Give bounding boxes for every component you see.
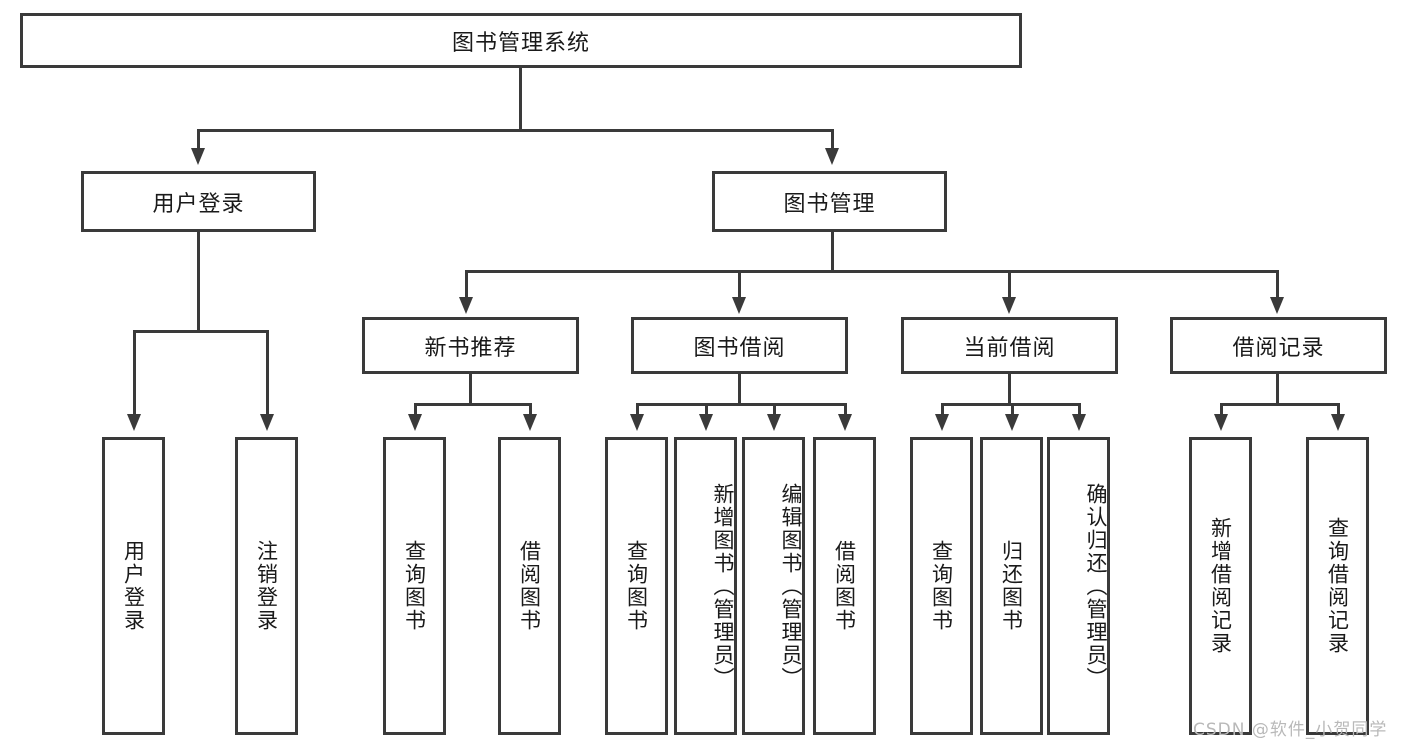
node-label: 编辑图书（管理员） <box>779 482 803 690</box>
node-leaf-return-book[interactable]: 归还图书 <box>980 437 1043 735</box>
node-label: 注销登录 <box>254 540 279 632</box>
csdn-watermark: CSDN @软件_小贺同学 <box>1193 720 1388 740</box>
node-leaf-add-book[interactable]: 新增图书（管理员） <box>674 437 737 735</box>
node-label: 用户登录 <box>121 540 146 632</box>
edge-root-stem <box>519 68 522 131</box>
arrow-leaf-user-login <box>127 414 141 431</box>
node-label: 确认归还（管理员） <box>1084 482 1108 690</box>
node-label: 图书管理 <box>783 191 876 217</box>
edge-new-book-drop-2 <box>529 403 532 417</box>
edge-to-current-borrow <box>1008 270 1011 300</box>
node-label: 借阅记录 <box>1232 335 1325 361</box>
edge-borrow-record-stem <box>1276 374 1279 406</box>
edge-to-book-management <box>831 129 834 151</box>
node-label: 借阅图书 <box>517 540 542 632</box>
node-label: 新书推荐 <box>424 335 517 361</box>
edge-new-book-bus <box>414 403 532 406</box>
arrow-leaf-confirm-return <box>1072 414 1086 431</box>
node-label: 图书借阅 <box>693 335 786 361</box>
edge-book-borrow-drop-1 <box>636 403 639 417</box>
edge-to-new-book-recommend <box>465 270 468 300</box>
node-label: 当前借阅 <box>963 335 1056 361</box>
node-leaf-user-login[interactable]: 用户登录 <box>102 437 165 735</box>
arrow-leaf-borrow-book-1 <box>523 414 537 431</box>
arrow-to-book-borrow <box>732 297 746 314</box>
node-label: 查询图书 <box>624 540 649 632</box>
node-current-borrow[interactable]: 当前借阅 <box>901 317 1118 374</box>
node-leaf-confirm-return[interactable]: 确认归还（管理员） <box>1047 437 1110 735</box>
arrow-to-current-borrow <box>1002 297 1016 314</box>
edge-book-management-stem <box>831 232 834 273</box>
edge-current-borrow-drop-2 <box>1011 403 1014 417</box>
edge-level1-bus <box>197 129 834 132</box>
node-leaf-query-book-1[interactable]: 查询图书 <box>383 437 446 735</box>
node-user-login[interactable]: 用户登录 <box>81 171 316 232</box>
edge-user-login-stem <box>197 232 200 333</box>
edge-book-borrow-stem <box>738 374 741 406</box>
edge-to-borrow-record <box>1276 270 1279 300</box>
node-leaf-add-record[interactable]: 新增借阅记录 <box>1189 437 1252 735</box>
arrow-to-book-management <box>825 148 839 165</box>
arrow-leaf-query-book-3 <box>935 414 949 431</box>
edge-user-login-drop-2 <box>266 330 269 417</box>
edge-borrow-record-bus <box>1220 403 1340 406</box>
edge-borrow-record-drop-2 <box>1337 403 1340 417</box>
edge-new-book-drop-1 <box>414 403 417 417</box>
arrow-leaf-query-book-1 <box>408 414 422 431</box>
node-leaf-borrow-book-1[interactable]: 借阅图书 <box>498 437 561 735</box>
node-label: 新增借阅记录 <box>1208 517 1233 655</box>
node-leaf-borrow-book-2[interactable]: 借阅图书 <box>813 437 876 735</box>
edge-current-borrow-drop-1 <box>941 403 944 417</box>
node-book-management[interactable]: 图书管理 <box>712 171 947 232</box>
node-label: 用户登录 <box>152 191 245 217</box>
edge-user-login-bus <box>133 330 269 333</box>
arrow-leaf-query-record <box>1331 414 1345 431</box>
node-leaf-query-record[interactable]: 查询借阅记录 <box>1306 437 1369 735</box>
arrow-leaf-add-record <box>1214 414 1228 431</box>
node-new-book-recommend[interactable]: 新书推荐 <box>362 317 579 374</box>
edge-book-borrow-drop-3 <box>773 403 776 417</box>
edge-level2-bus <box>465 270 1279 273</box>
arrow-leaf-return-book <box>1005 414 1019 431</box>
arrow-leaf-logout-login <box>260 414 274 431</box>
arrow-to-new-book-recommend <box>459 297 473 314</box>
edge-new-book-stem <box>469 374 472 406</box>
node-label: 借阅图书 <box>832 540 857 632</box>
arrow-to-user-login <box>191 148 205 165</box>
node-label: 图书管理系统 <box>451 30 590 56</box>
edge-to-book-borrow <box>738 270 741 300</box>
edge-user-login-drop-1 <box>133 330 136 417</box>
node-label: 新增图书（管理员） <box>711 482 735 690</box>
node-borrow-record[interactable]: 借阅记录 <box>1170 317 1387 374</box>
node-book-borrow[interactable]: 图书借阅 <box>631 317 848 374</box>
node-leaf-query-book-2[interactable]: 查询图书 <box>605 437 668 735</box>
arrow-leaf-edit-book <box>767 414 781 431</box>
edge-current-borrow-stem <box>1008 374 1011 406</box>
node-root-system[interactable]: 图书管理系统 <box>20 13 1022 68</box>
arrow-to-borrow-record <box>1270 297 1284 314</box>
node-leaf-logout-login[interactable]: 注销登录 <box>235 437 298 735</box>
node-leaf-edit-book[interactable]: 编辑图书（管理员） <box>742 437 805 735</box>
node-label: 归还图书 <box>999 540 1024 632</box>
arrow-leaf-query-book-2 <box>630 414 644 431</box>
edge-current-borrow-drop-3 <box>1078 403 1081 417</box>
arrow-leaf-borrow-book-2 <box>838 414 852 431</box>
node-label: 查询图书 <box>402 540 427 632</box>
edge-book-borrow-drop-4 <box>844 403 847 417</box>
node-label: 查询借阅记录 <box>1325 517 1350 655</box>
edge-book-borrow-drop-2 <box>705 403 708 417</box>
edge-to-user-login <box>197 129 200 151</box>
arrow-leaf-add-book <box>699 414 713 431</box>
node-leaf-query-book-3[interactable]: 查询图书 <box>910 437 973 735</box>
edge-book-borrow-bus <box>636 403 847 406</box>
node-label: 查询图书 <box>929 540 954 632</box>
edge-borrow-record-drop-1 <box>1220 403 1223 417</box>
